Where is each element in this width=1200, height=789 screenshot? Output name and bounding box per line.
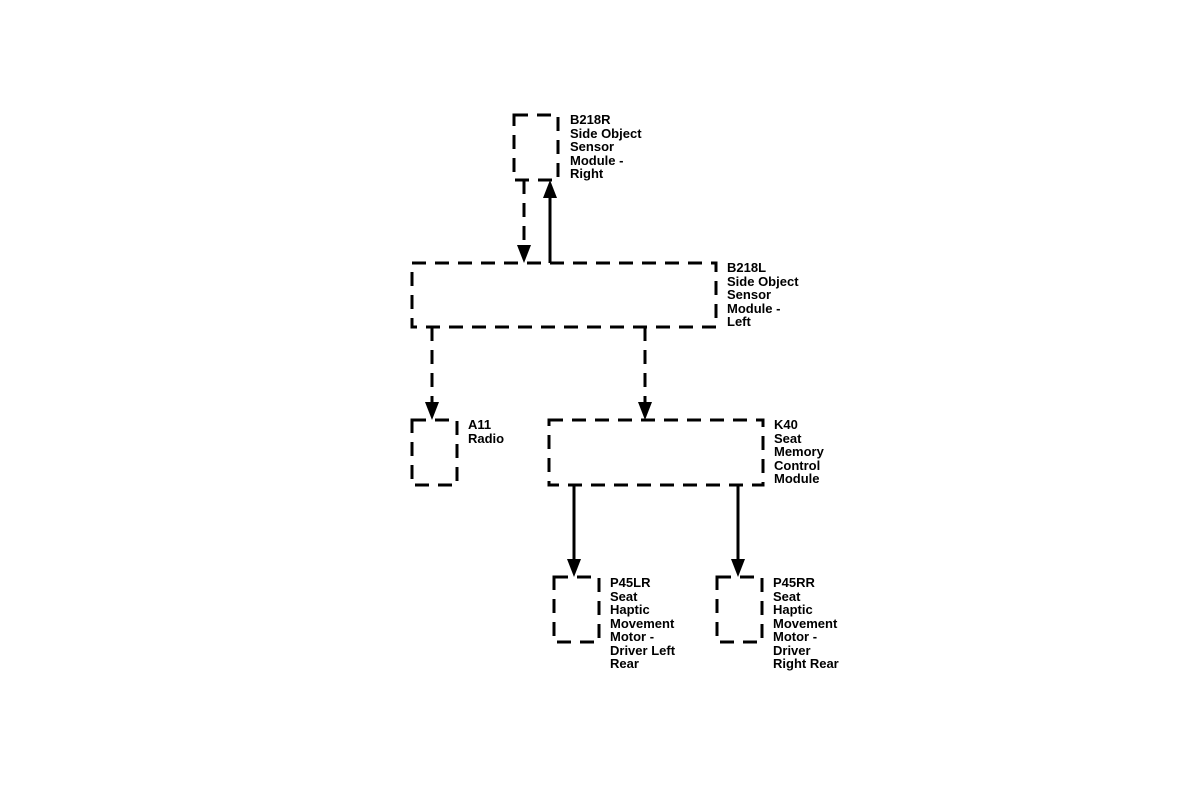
module-name-line: Seat xyxy=(610,588,638,604)
module-name-line: Left xyxy=(727,314,751,329)
module-name-line: Driver Left xyxy=(610,642,676,658)
arrow-down-icon xyxy=(567,559,581,577)
module-name-line: Driver xyxy=(773,642,811,658)
module-name-line: Haptic xyxy=(610,602,650,617)
module-name-line: Seat xyxy=(773,588,801,604)
module-id: K40 xyxy=(774,417,798,432)
connector-b218l-to-b218r xyxy=(543,180,557,263)
module-name-line: Module - xyxy=(727,300,781,316)
module-label-b218r: B218R Side Object Sensor Module - Right xyxy=(570,113,642,181)
module-box-k40 xyxy=(547,418,765,487)
module-name-line: Seat xyxy=(774,430,802,446)
module-name-line: Side Object xyxy=(727,273,799,289)
module-box-a11 xyxy=(410,418,459,487)
module-name-line: Haptic xyxy=(773,602,813,617)
module-name-line: Right xyxy=(570,166,604,181)
module-box-p45rr xyxy=(715,575,764,644)
module-name-line: Side Object xyxy=(570,125,642,141)
connector-b218l-to-a11 xyxy=(425,327,439,420)
module-name-line: Sensor xyxy=(570,139,615,154)
module-name-line: Module - xyxy=(570,152,624,168)
module-box-b218l xyxy=(410,261,718,329)
module-name-line: Movement xyxy=(773,615,838,631)
module-label-p45lr: P45LR Seat Haptic Movement Motor - Drive… xyxy=(610,576,675,671)
module-label-a11: A11 Radio xyxy=(468,418,504,445)
module-box-b218r xyxy=(512,113,560,182)
module-name-line: Sensor xyxy=(727,287,772,302)
module-id: B218R xyxy=(570,112,611,127)
arrow-down-icon xyxy=(731,559,745,577)
connector-b218r-to-b218l xyxy=(517,180,531,263)
module-box-p45lr xyxy=(552,575,601,644)
module-name-line: Motor - xyxy=(773,629,818,644)
connector-b218l-to-k40 xyxy=(638,327,652,420)
module-name-line: Movement xyxy=(610,615,675,631)
module-name-line: Control xyxy=(774,457,821,473)
arrow-down-icon xyxy=(638,402,652,420)
connector-k40-to-p45rr xyxy=(731,485,745,577)
module-id: P45RR xyxy=(773,575,815,590)
module-label-k40: K40 Seat Memory Control Module xyxy=(774,418,824,486)
module-name-line: Module xyxy=(774,471,820,486)
module-id: B218L xyxy=(727,260,767,275)
arrow-down-icon xyxy=(517,245,531,263)
arrow-down-icon xyxy=(425,402,439,420)
module-label-b218l: B218L Side Object Sensor Module - Left xyxy=(727,261,799,329)
module-label-p45rr: P45RR Seat Haptic Movement Motor - Drive… xyxy=(773,576,839,671)
module-name-line: Rear xyxy=(610,656,639,671)
module-name-line: Memory xyxy=(774,444,824,459)
module-name-line: Right Rear xyxy=(773,656,839,671)
module-name-line: Motor - xyxy=(610,629,655,644)
module-id: A11 xyxy=(468,417,492,432)
arrow-up-icon xyxy=(543,180,557,198)
module-id: P45LR xyxy=(610,575,651,590)
connector-k40-to-p45lr xyxy=(567,485,581,577)
module-name-line: Radio xyxy=(468,430,505,446)
